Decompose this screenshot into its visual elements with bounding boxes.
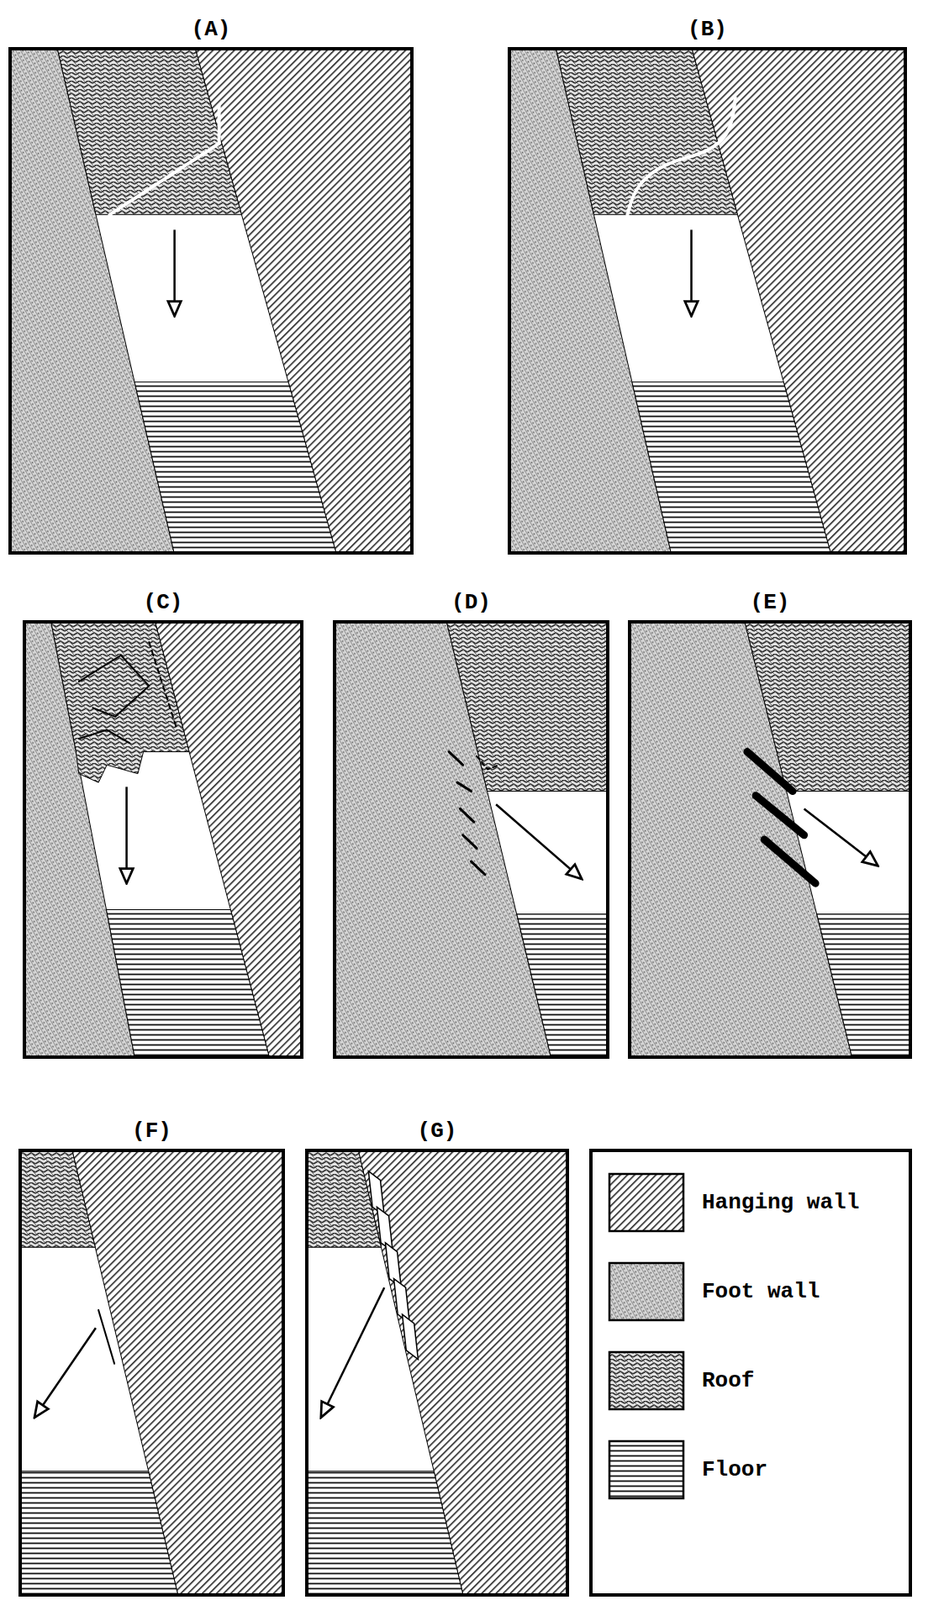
- fracture-line: [79, 730, 130, 744]
- movement-arrow: [173, 229, 176, 317]
- movement-arrow: [34, 1328, 96, 1419]
- panel-frame: (A): [8, 47, 414, 555]
- legend-swatch: [607, 1261, 686, 1323]
- fracture-line: [457, 782, 471, 791]
- rock-mass: [134, 382, 337, 555]
- panel-label: (E): [631, 590, 909, 616]
- movement-arrow: [321, 1287, 385, 1419]
- legend-entry: Foot wall: [607, 1261, 894, 1323]
- legend-box: Hanging wallFoot wallRoofFloor: [589, 1149, 913, 1598]
- stope-section: [22, 620, 304, 1060]
- legend-swatch: [607, 1439, 686, 1501]
- movement-arrow: [690, 229, 693, 317]
- fracture-line: [98, 1310, 115, 1365]
- legend-text: Hanging wall: [701, 1190, 860, 1216]
- stope-opening: [332, 620, 610, 1060]
- fracture-line: [476, 756, 499, 770]
- fracture-line: [627, 97, 736, 215]
- movement-arrow: [495, 804, 582, 880]
- spalling-slab: [384, 1243, 401, 1288]
- panel-frame: (F): [18, 1149, 285, 1598]
- stope-opening: [507, 47, 907, 555]
- panel-frame: (C): [22, 620, 304, 1060]
- stope-opening: [22, 620, 304, 1060]
- rock-mass: [632, 382, 832, 555]
- rock-mass: [744, 620, 913, 792]
- movement-arrow: [125, 786, 128, 884]
- legend-text: Floor: [701, 1457, 768, 1483]
- fracture-line: [747, 752, 793, 792]
- fracture-line: [764, 839, 816, 884]
- stope-section: [18, 1149, 285, 1598]
- rock-mass: [817, 914, 913, 1060]
- legend-entry: Hanging wall: [607, 1172, 894, 1234]
- rock-mass: [106, 910, 270, 1060]
- legend-entry: Roof: [607, 1350, 894, 1412]
- panel-label: (B): [511, 16, 904, 43]
- fracture-line: [471, 861, 486, 876]
- stope-section: [332, 620, 610, 1060]
- legend-text: Foot wall: [701, 1279, 820, 1305]
- movement-arrow: [804, 808, 879, 866]
- fracture-line: [755, 796, 804, 836]
- rock-mass: [50, 620, 190, 783]
- panel-label: (D): [336, 590, 607, 616]
- rock-mass: [18, 1149, 95, 1248]
- panel-label: (F): [21, 1118, 282, 1145]
- rock-mass: [446, 620, 610, 792]
- rock-mass: [305, 1471, 464, 1598]
- fracture-line: [463, 835, 477, 849]
- legend-swatch: [607, 1350, 686, 1412]
- stope-opening: [627, 620, 913, 1060]
- stope-opening: [18, 1149, 285, 1598]
- spalling-slab: [394, 1279, 411, 1324]
- legend-swatch: [607, 1172, 686, 1234]
- stope-opening: [8, 47, 414, 555]
- rock-mass: [57, 47, 243, 215]
- legend-text: Roof: [701, 1368, 754, 1394]
- panel-frame: (E): [627, 620, 913, 1060]
- panel-label: (G): [308, 1118, 566, 1145]
- rock-mass: [555, 47, 738, 215]
- stope-opening: [305, 1149, 570, 1598]
- fracture-line: [79, 655, 150, 718]
- panel-frame: (B): [507, 47, 907, 555]
- panel-label: (A): [11, 16, 411, 43]
- spalling-slab: [368, 1171, 385, 1217]
- fracture-line: [459, 808, 474, 823]
- stope-section: [627, 620, 913, 1060]
- rock-mass: [305, 1149, 381, 1248]
- fracture-line: [110, 105, 220, 215]
- rock-mass: [516, 914, 610, 1060]
- rock-mass: [18, 1471, 179, 1598]
- spalling-slab: [376, 1207, 393, 1252]
- stope-section: [305, 1149, 570, 1598]
- panel-frame: (D): [332, 620, 610, 1060]
- stope-section: [8, 47, 414, 555]
- panel-frame: (G): [305, 1149, 570, 1598]
- stope-section: [507, 47, 907, 555]
- panel-label: (C): [26, 590, 301, 616]
- spalling-slab: [402, 1314, 419, 1360]
- fracture-line: [448, 752, 463, 766]
- fracture-line: [148, 642, 177, 730]
- legend-entry: Floor: [607, 1439, 894, 1501]
